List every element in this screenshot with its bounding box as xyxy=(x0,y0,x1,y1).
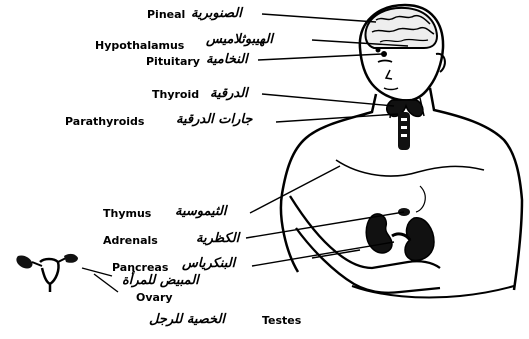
kidney-left xyxy=(366,214,392,253)
label-thymus-ar: الثيموسية xyxy=(175,205,226,218)
label-parathyroids-ar: جارات الدرقية xyxy=(176,113,252,126)
label-hypothalamus-en: Hypothalamus xyxy=(95,40,184,51)
label-thyroid-en: Thyroid xyxy=(152,89,199,100)
label-testes-ar: الخصية للرجل xyxy=(149,313,225,326)
label-ovary-ar: المبيض للمرأة xyxy=(122,274,199,287)
label-pineal-ar: الصنوبرية xyxy=(191,7,242,20)
label-pituitary-en: Pituitary xyxy=(146,56,200,67)
trachea xyxy=(398,112,410,150)
label-pancreas-en: Pancreas xyxy=(112,262,168,273)
ovary-icon xyxy=(16,254,78,292)
label-hypothalamus-ar: الهيبوثلاميس xyxy=(206,33,273,46)
label-ovary-en: Ovary xyxy=(136,292,173,303)
label-adrenals-en: Adrenals xyxy=(103,235,158,246)
label-testes-en: Testes xyxy=(262,315,301,326)
label-adrenals-ar: الكظرية xyxy=(196,232,239,245)
label-pancreas-ar: البنكرياس xyxy=(182,257,235,270)
label-parathyroids-en: Parathyroids xyxy=(65,116,144,127)
label-thymus-en: Thymus xyxy=(103,208,151,219)
label-pituitary-ar: النخامية xyxy=(206,53,248,66)
label-thyroid-ar: الدرقية xyxy=(210,87,248,100)
label-pineal-en: Pineal xyxy=(147,9,185,20)
